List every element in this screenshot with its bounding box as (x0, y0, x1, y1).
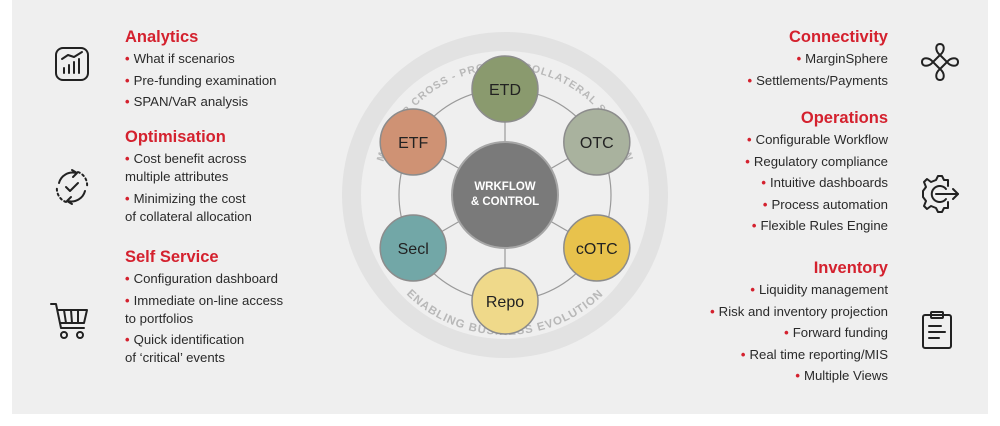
node-ctc-circle (563, 214, 631, 282)
list-item: •MarginSphere (796, 51, 888, 66)
node-ctc: cOTC (563, 214, 631, 282)
list-item: •Liquidity management (750, 282, 888, 297)
node-ctc-label: cOTC (576, 241, 618, 258)
center-label-line2: & CONTROL (471, 196, 539, 208)
node-otc-label: OTC (580, 135, 614, 152)
node-otc: OTC (563, 108, 631, 176)
node-etf-label: ETF (398, 135, 428, 152)
operations-section: Operations •Configurable Workflow •Regul… (588, 108, 888, 239)
inventory-clipboard-icon (915, 308, 959, 352)
shopping-cart-icon (48, 298, 92, 342)
connectivity-section: Connectivity •MarginSphere •Settlements/… (588, 27, 889, 93)
list-item: •Intuitive dashboards (761, 175, 888, 190)
list-item: •SPAN/VaR analysis (125, 94, 249, 109)
connectivity-title: Connectivity (788, 28, 888, 46)
operations-title: Operations (800, 109, 888, 127)
inventory-title: Inventory (813, 259, 888, 277)
collateral-diagram: MODULAR CROSS - PRODUCT COLLATERAL SOLUT… (325, 0, 685, 421)
optimisation-cycle-icon (50, 165, 94, 209)
node-secl: Secl (379, 214, 447, 282)
node-etf: ETF (379, 108, 447, 176)
self-service-section: Self Service •Configuration dashboard •I… (125, 247, 340, 371)
node-repo-label: Repo (486, 294, 524, 311)
node-repo: Repo (471, 267, 539, 335)
list-item: •Forward funding (784, 325, 888, 340)
node-repo-circle (471, 267, 539, 335)
connectivity-network-icon (918, 40, 962, 84)
list-item: •Pre-funding examination (125, 72, 277, 88)
optimisation-title: Optimisation (125, 128, 226, 146)
list-item: •Settlements/Payments (747, 72, 889, 88)
center-circle (451, 141, 559, 249)
node-etd-label: ETD (489, 82, 521, 99)
inventory-section: Inventory •Liquidity management •Risk an… (588, 258, 888, 389)
list-item: •Configurable Workflow (747, 132, 888, 147)
list-item: •What if scenarios (125, 51, 235, 66)
operations-gear-icon (918, 172, 962, 216)
node-secl-circle (379, 214, 447, 282)
list-item: •Risk and inventory projection (710, 303, 888, 319)
analytics-section: Analytics •What if scenarios •Pre-fundin… (125, 27, 340, 115)
list-item: •Configuration dashboard (125, 271, 278, 286)
list-item: •Multiple Views (795, 368, 888, 383)
node-etd-circle (471, 55, 539, 123)
node-etf-circle (379, 108, 447, 176)
center-label-line1: WRKFLOW (474, 181, 535, 193)
self-service-title: Self Service (125, 248, 219, 266)
list-item: •Regulatory compliance (745, 153, 888, 169)
list-item: •Real time reporting/MIS (740, 346, 888, 362)
node-secl-label: Secl (398, 241, 429, 258)
analytics-title: Analytics (125, 28, 199, 46)
node-etd: ETD (471, 55, 539, 123)
list-item: •Flexible Rules Engine (751, 218, 888, 233)
node-otc-circle (563, 108, 631, 176)
list-item: •Process automation (762, 196, 888, 212)
analytics-chart-icon (50, 42, 94, 86)
